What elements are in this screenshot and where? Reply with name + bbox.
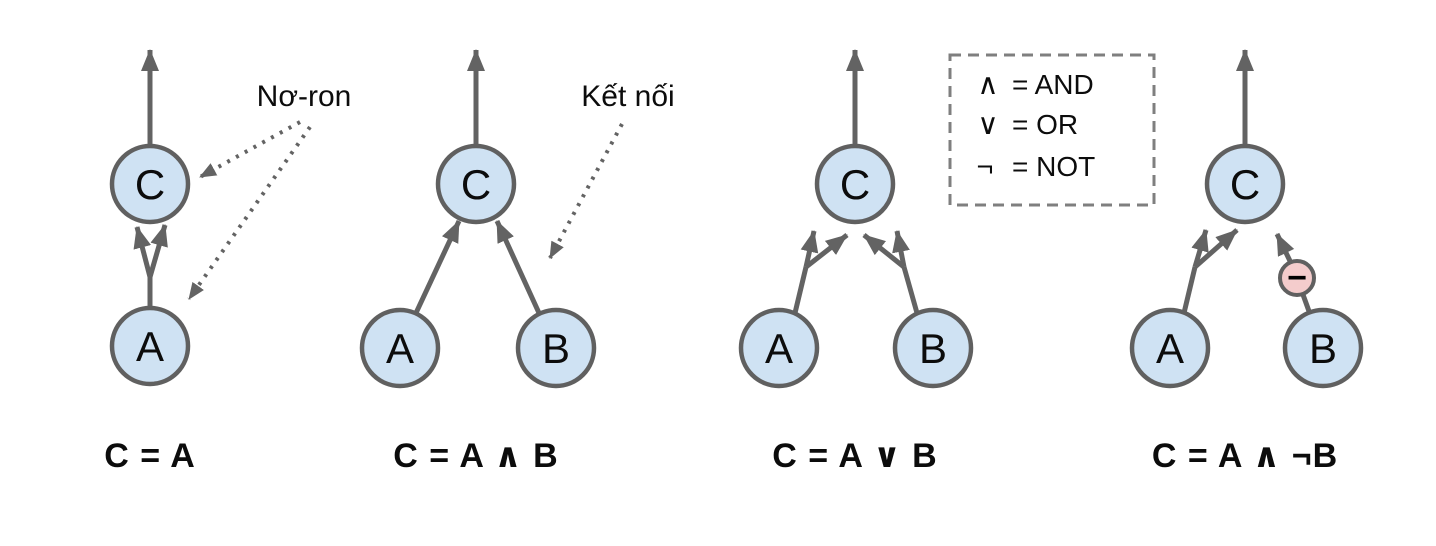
node-c: [814, 143, 896, 225]
connection-pointer-to-edge: [548, 123, 624, 259]
edge-a-to-c-branch-right: [1193, 228, 1239, 269]
annotation-neuron: Nơ-ron: [187, 80, 352, 301]
edge-a-to-c: [413, 219, 462, 315]
node-a-label: A: [136, 323, 164, 370]
node-c: [435, 143, 517, 225]
node-c: [109, 143, 191, 225]
node-b-label: B: [542, 325, 570, 372]
neuron-label: Nơ-ron: [257, 80, 352, 113]
edge-b-to-c: [494, 219, 542, 315]
legend-not-meaning: = NOT: [1012, 151, 1095, 182]
node-b-label: B: [1309, 325, 1337, 372]
node-c-label: C: [840, 161, 870, 208]
legend-and-symbol: ∧: [977, 69, 998, 101]
node-a: [109, 305, 191, 387]
legend-or-symbol: ∨: [977, 109, 998, 141]
annotation-connection: Kết nối: [548, 80, 675, 259]
node-c-label: C: [135, 161, 165, 208]
node-c-label: C: [461, 161, 491, 208]
equation-and: C = A ∧ B: [393, 437, 558, 475]
edge-a-to-c-stem: [792, 266, 809, 314]
legend: ∧ = AND ∨ = OR ¬ = NOT: [948, 53, 1156, 207]
node-c-label: C: [1230, 161, 1260, 208]
edge-b-to-c-branch-right: [892, 230, 910, 268]
node-b: [892, 307, 974, 389]
equation-or: C = A ∨ B: [772, 437, 937, 475]
not-node: [1278, 259, 1316, 297]
diagram-identity: C A C = A: [104, 49, 196, 475]
neuron-pointer-to-c: [199, 120, 301, 179]
node-a-label: A: [1156, 325, 1184, 372]
edge-a-to-c-branch-left: [1191, 229, 1209, 268]
equation-identity: C = A: [104, 437, 196, 475]
not-node-label: −: [1287, 259, 1307, 297]
node-a: [1129, 307, 1211, 389]
node-a-label: A: [765, 325, 793, 372]
legend-or-meaning: = OR: [1012, 109, 1078, 140]
node-b: [515, 307, 597, 389]
neuron-pointer-to-a: [187, 125, 312, 301]
edge-a-to-c-stem: [1181, 266, 1198, 314]
legend-border: [948, 53, 1156, 207]
connection-label: Kết nối: [581, 80, 674, 113]
edge-a-to-c-branch-right: [147, 224, 168, 278]
edge-b-to-c-branch-left: [862, 233, 906, 269]
node-a: [738, 307, 820, 389]
edge-a-to-c-branch-left: [133, 226, 153, 278]
node-a: [359, 307, 441, 389]
node-a-label: A: [386, 325, 414, 372]
node-b-label: B: [919, 325, 947, 372]
diagram-or: C A B C = A ∨ B: [738, 49, 974, 475]
legend-and-meaning: = AND: [1012, 69, 1094, 100]
edge-not-to-c: [1274, 232, 1295, 263]
diagram-and: C A B C = A ∧ B: [359, 49, 597, 475]
node-b: [1282, 307, 1364, 389]
diagram-and-not: − C A B C = A ∧ ¬B: [1129, 49, 1364, 475]
equation-and-not: C = A ∧ ¬B: [1152, 437, 1338, 475]
node-c: [1204, 143, 1286, 225]
legend-not-symbol: ¬: [977, 151, 994, 183]
edge-a-to-c-branch-left: [800, 230, 819, 268]
edge-a-to-c-branch-right: [804, 233, 849, 269]
edge-b-to-c-stem: [901, 266, 920, 314]
